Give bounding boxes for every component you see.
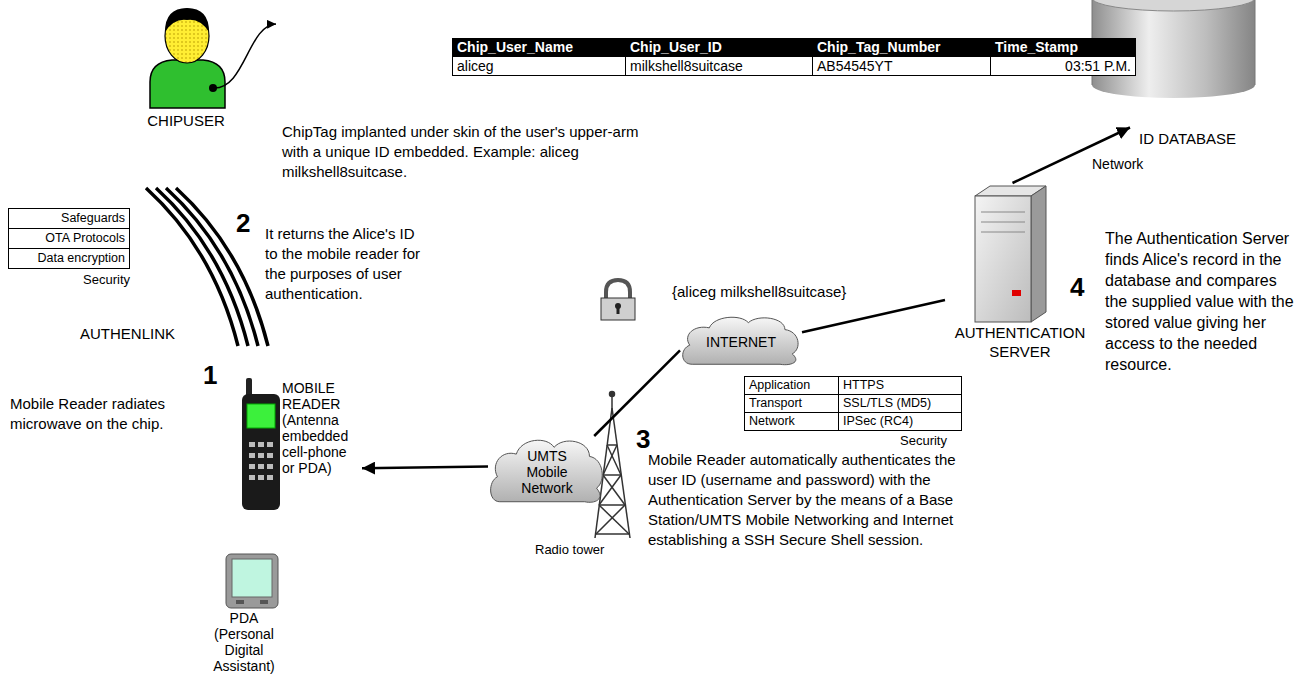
node-label: CHIPUSER <box>140 112 232 130</box>
edge-label: Network <box>1090 156 1145 172</box>
security-layer-cell: Transport <box>744 394 839 413</box>
server-icon <box>975 186 1046 322</box>
security-layer-cell: Safeguards <box>8 208 130 229</box>
chip-leader <box>213 24 276 88</box>
pda-icon <box>226 554 278 608</box>
annotation-text: ChipTag implanted under skin of the user… <box>282 122 654 182</box>
node-label: MOBILE READER (Antenna embedded cell-pho… <box>282 380 360 476</box>
table-cell: 03:51 P.M. <box>990 56 1136 76</box>
step-number: 3 <box>636 424 650 454</box>
step-number: 4 <box>1070 272 1084 302</box>
node-label: AUTHENTICATION SERVER <box>945 323 1095 361</box>
user-figure <box>150 8 225 108</box>
annotation-text: Mobile Reader radiates microwave on the … <box>10 394 210 434</box>
node-label: ID DATABASE <box>1130 130 1245 148</box>
table-cell: AB54545YT <box>812 56 991 76</box>
connector <box>594 350 680 436</box>
connector <box>362 467 488 469</box>
mobile-reader: MOBILE READER (Antenna embedded cell-pho… <box>238 380 362 476</box>
security-layer-cell: IPSec (RC4) <box>838 412 962 431</box>
credential-text: {aliceg milkshell8suitcase} <box>672 282 846 302</box>
table-header-cell: Time_Stamp <box>990 38 1136 57</box>
phone-icon <box>242 378 280 510</box>
authentication-server: AUTHENTICATION SERVER <box>945 183 1095 363</box>
annotation-text: It returns the Alice's ID to the mobile … <box>265 224 425 304</box>
table-header-cell: Chip_User_ID <box>625 38 813 57</box>
security-layer-cell: Network <box>744 412 839 431</box>
id-database: ID DATABASE <box>1130 0 1245 150</box>
security-layer-cell: Data encryption <box>8 248 130 269</box>
table-cell: milkshell8suitcase <box>625 56 813 76</box>
network-cloud: UMTS Mobile Network <box>488 436 606 504</box>
table-header-cell: Chip_User_Name <box>452 38 626 57</box>
node-label: PDA (Personal Digital Assistant) <box>204 610 284 674</box>
network-cloud: INTERNET <box>680 314 802 366</box>
link-label: AUTHENLINK <box>80 324 175 344</box>
node-label: INTERNET <box>706 334 776 350</box>
security-layer-cell: OTA Protocols <box>8 228 130 249</box>
caption-text: Security <box>900 433 947 449</box>
security-layer-cell: Application <box>744 376 839 395</box>
annotation-text: The Authentication Server finds Alice's … <box>1105 228 1295 375</box>
step-number: 1 <box>203 360 217 390</box>
security-layer-cell: HTTPS <box>838 376 962 395</box>
lock-icon <box>601 280 635 320</box>
security-layer-cell: SSL/TLS (MD5) <box>838 394 962 413</box>
pda-device: PDA (Personal Digital Assistant) <box>204 552 284 674</box>
authenlink-waves <box>146 188 268 346</box>
connector <box>802 300 945 332</box>
node-label: UMTS Mobile Network <box>516 448 578 496</box>
actor-figure: CHIPUSER <box>140 4 232 132</box>
table-header-cell: Chip_Tag_Number <box>812 38 991 57</box>
caption-text: Security <box>64 272 130 288</box>
table-cell: aliceg <box>452 56 626 76</box>
annotation-text: Mobile Reader automatically authenticate… <box>648 450 966 550</box>
step-number: 2 <box>236 208 250 238</box>
caption-text: Radio tower <box>535 542 604 558</box>
